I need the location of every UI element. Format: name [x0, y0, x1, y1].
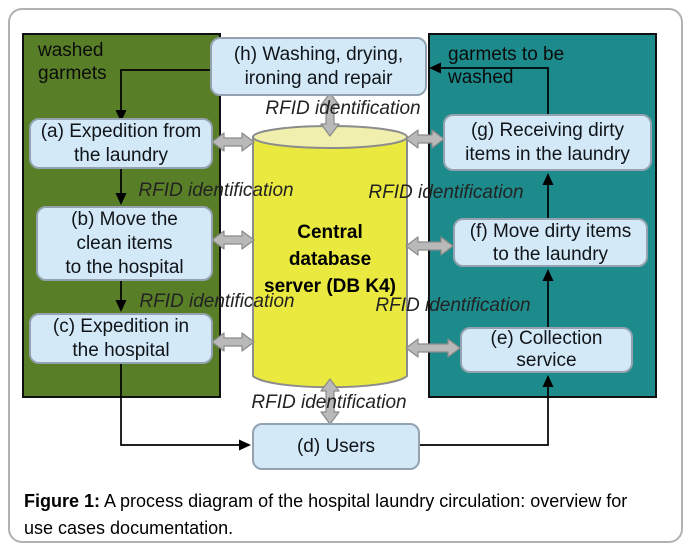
- process-box-b-line: clean items: [76, 232, 173, 254]
- process-box-h-line: (h) Washing, drying,: [233, 43, 404, 65]
- rfid-label-left-upper: RFID identification: [138, 180, 294, 201]
- process-box-g: (g) Receiving dirty items in the laundry: [443, 114, 652, 171]
- figure-caption: Figure 1: A process diagram of the hospi…: [24, 488, 672, 542]
- process-box-f: (f) Move dirty items to the laundry: [453, 218, 648, 267]
- washed-garmets-line: washed: [38, 40, 104, 61]
- process-box-b: (b) Move the clean items to the hospital: [36, 206, 213, 281]
- process-box-d: (d) Users: [252, 423, 420, 470]
- process-box-d-line: (d) Users: [296, 435, 376, 457]
- flow-arrows: [120, 67, 549, 446]
- database-cylinder: [252, 125, 408, 389]
- process-box-f-line: (f) Move dirty items: [469, 220, 632, 242]
- figure-caption-prefix: Figure 1:: [24, 491, 101, 511]
- process-box-h: (h) Washing, drying, ironing and repair: [210, 37, 427, 96]
- rfid-label-right-upper: RFID identification: [368, 182, 524, 203]
- database-cylinder-line: server (DB K4): [264, 276, 396, 297]
- process-box-a-line: (a) Expedition from: [40, 120, 202, 142]
- process-box-f-line: to the laundry: [492, 243, 609, 265]
- process-box-a-line: the laundry: [73, 144, 168, 166]
- process-box-c: (c) Expedition in the hospital: [29, 313, 213, 364]
- database-cylinder-label: Central database server (DB K4): [253, 219, 407, 300]
- washed-garmets-label: washed garmets: [38, 39, 107, 85]
- process-box-e-line: (e) Collection: [490, 328, 603, 349]
- process-box-a: (a) Expedition from the laundry: [29, 118, 213, 169]
- flow-arrowheads: [115, 62, 554, 451]
- database-cylinder-line: database: [288, 249, 372, 270]
- garmets-to-be-washed-label: garmets to be washed: [448, 43, 564, 89]
- process-box-c-line: (c) Expedition in: [52, 315, 190, 337]
- rfid-label-right-lower: RFID identification: [375, 295, 531, 316]
- process-box-h-line: ironing and repair: [244, 67, 393, 89]
- washed-garmets-line: garmets: [38, 63, 107, 84]
- figure-caption-line2: use cases documentation.: [24, 518, 234, 538]
- rfid-label-bottom: RFID identification: [251, 392, 407, 413]
- process-box-g-line: (g) Receiving dirty: [470, 119, 625, 141]
- rfid-sync-arrows: [211, 92, 461, 425]
- rfid-label-left-lower: RFID identification: [139, 291, 295, 312]
- process-box-e: (e) Collection service: [460, 327, 633, 373]
- garmets-to-be-washed-line: garmets to be: [448, 44, 565, 65]
- garmets-to-be-washed-line: washed: [448, 67, 514, 88]
- process-box-b-line: to the hospital: [65, 256, 184, 278]
- process-box-g-line: items in the laundry: [465, 143, 630, 165]
- figure-caption-line1: A process diagram of the hospital laundr…: [104, 491, 628, 511]
- process-box-b-line: (b) Move the: [71, 208, 178, 230]
- process-box-c-line: the hospital: [72, 339, 170, 361]
- process-box-e-line: service: [516, 350, 577, 371]
- database-cylinder-line: Central: [297, 222, 363, 243]
- rfid-label-top: RFID identification: [265, 98, 421, 119]
